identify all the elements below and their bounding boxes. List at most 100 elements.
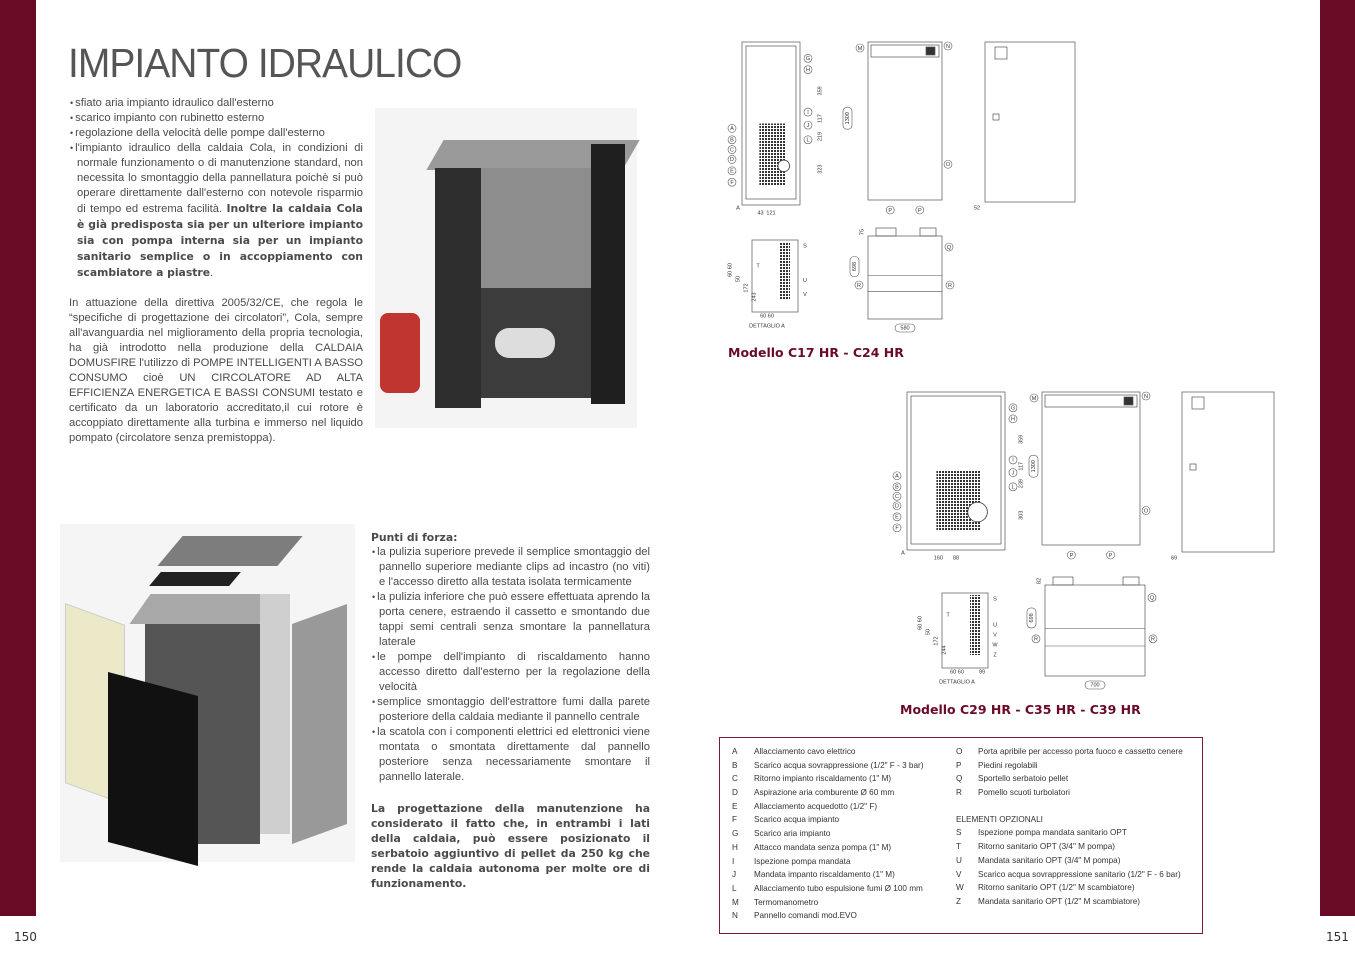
dimension-label: 117 [1018, 462, 1024, 471]
strength-item: le pompe dell'impianto di riscaldamento … [371, 650, 650, 695]
legend-key: L [732, 883, 737, 893]
bullet: sfiato aria impianto idraulico dall'este… [69, 96, 363, 111]
callout-letter: J [807, 123, 810, 129]
legend-description: Porta apribile per accesso porta fuoco e… [978, 747, 1183, 756]
dimension-ref: A [736, 205, 740, 211]
dimension-label: 172 [743, 283, 749, 292]
dimension-label: 359 [1018, 435, 1024, 444]
bullet: l'impianto idraulico della caldaia Cola,… [69, 141, 363, 281]
dimension-label: 219 [817, 132, 823, 141]
strength-item: la pulizia inferiore che può essere effe… [371, 590, 650, 650]
legend-key: D [732, 788, 738, 798]
callout-circle [943, 41, 953, 51]
callout-letter: M [858, 46, 863, 52]
legend-description: Allacciamento acquedotto (1/2" F) [754, 801, 878, 811]
bullet: scarico impianto con rubinetto esterno [69, 111, 363, 126]
legend-description: Allacciamento tubo espulsione fumi Ø 100… [754, 883, 923, 893]
legend-key: Q [956, 774, 963, 784]
callout-circle [1106, 550, 1115, 560]
callout-circle [727, 177, 737, 187]
strength-item: la scatola con i componenti elettrici ed… [371, 725, 650, 785]
detail-callout: Z [993, 652, 997, 658]
dimension-label: 243 [751, 292, 757, 301]
callout-letter: O [1144, 508, 1149, 514]
callout-letter: D [895, 504, 899, 510]
legend-key: P [956, 760, 962, 770]
dimension-label: 69 [1171, 555, 1177, 561]
top-view [867, 235, 943, 320]
legend-description: Ispezione pompa mandata [754, 856, 851, 866]
dimension-label: 172 [933, 636, 939, 645]
callout-circle [855, 43, 865, 53]
callout-letter: A [895, 473, 899, 479]
callout-letter: I [807, 110, 809, 116]
back-view [906, 391, 1006, 551]
legend-key: I [732, 856, 735, 866]
strengths-text: Punti di forza: la pulizia superiore pre… [371, 530, 650, 891]
legend-key: O [956, 747, 963, 756]
strength-item: la pulizia superiore prevede il semplice… [371, 545, 650, 590]
callout-circle [727, 135, 737, 145]
dimension-label: 1300 [1031, 460, 1037, 472]
callout-circle [915, 205, 925, 215]
dimension-label: 82 [1036, 578, 1042, 584]
callout-letter: R [1034, 637, 1038, 643]
legend-description: Ritorno sanitario OPT (3/4" M pompa) [978, 842, 1115, 852]
dimension-label: 239 [1018, 479, 1024, 488]
legend-key: J [732, 870, 737, 880]
legend-key: W [956, 883, 964, 893]
flue-outlet [967, 501, 988, 523]
model-label-small: Modello C17 HR - C24 HR [728, 345, 904, 360]
legend-key: S [956, 828, 962, 838]
dimension-label: 580 [900, 325, 909, 331]
callout-circle [803, 107, 813, 117]
callout-circle [1029, 393, 1039, 403]
legend-key: E [732, 801, 738, 811]
callout-circle [727, 145, 737, 154]
legend-key: N [732, 911, 738, 921]
control-panel [870, 44, 940, 58]
right-margin-band [1320, 0, 1355, 916]
legend-row: I Ispezione pompa mandata [732, 857, 923, 871]
legend-row: S Ispezione pompa mandata sanitario OPT [956, 828, 1183, 842]
callout-circle [945, 280, 955, 290]
detail-callout: T [756, 264, 760, 270]
boiler-cutaway-photo [375, 108, 640, 428]
callout-circle [1008, 455, 1018, 465]
legend-description: Scarico acqua sovrappressione (1/2" F - … [754, 760, 924, 770]
callout-circle [885, 205, 895, 215]
callout-circle [1141, 506, 1151, 515]
callout-circle [892, 482, 902, 492]
callout-circle [1031, 634, 1041, 644]
callout-letter: N [1144, 394, 1148, 400]
legend-description: Mandata sanitario OPT (1/2" M scambiator… [978, 896, 1141, 906]
legend-row: E Allacciamento acquedotto (1/2" F) [732, 802, 923, 816]
dimension-label: 60 60 [950, 669, 964, 675]
top-fitting [919, 227, 937, 237]
callout-letter: Q [947, 245, 952, 251]
legend-description: Scarico aria impianto [754, 829, 831, 839]
callout-circle [1008, 414, 1018, 424]
callout-letter: C [895, 494, 899, 500]
dimension-label: 52 [974, 205, 980, 211]
vent-grid [936, 471, 981, 532]
callout-circle [943, 159, 953, 169]
dimension-label: 698 [852, 262, 858, 271]
legend-key: A [732, 747, 738, 756]
callout-letter: R [857, 283, 861, 289]
callout-circle [1008, 403, 1018, 413]
legend-description: Ritorno impianto riscaldamento (1" M) [754, 774, 892, 784]
callout-circle [892, 501, 902, 511]
callout-circle [1148, 634, 1158, 644]
legend-description: Ispezione pompa mandata sanitario OPT [978, 828, 1127, 838]
callout-circle [803, 65, 813, 75]
